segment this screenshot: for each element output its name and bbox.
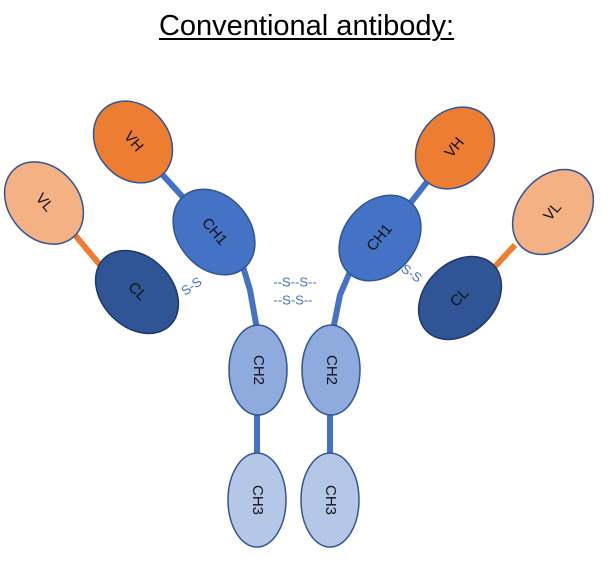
- ch3-domain-left: CH3: [227, 452, 287, 548]
- ch2-label-right: CH2: [323, 355, 340, 385]
- diagram-title: Conventional antibody:: [158, 10, 455, 42]
- ch1-domain-right: CH1: [338, 194, 422, 282]
- cl-domain-right: CL: [417, 255, 503, 341]
- left-light-chain-line: [72, 233, 103, 267]
- ch2-label-left: CH2: [250, 355, 267, 385]
- ch3-label-left: CH3: [249, 485, 266, 515]
- ch3-domain-right: CH3: [300, 452, 360, 548]
- cl-domain-left: CL: [94, 249, 180, 335]
- disulfide-bond-hinge-bottom: --S-S--: [274, 292, 313, 307]
- vh-domain-left: VH: [92, 100, 174, 184]
- vh-domain-right: VH: [414, 106, 496, 190]
- ch3-label-right: CH3: [322, 485, 339, 515]
- ch2-domain-left: CH2: [228, 324, 288, 416]
- ch2-domain-right: CH2: [301, 324, 361, 416]
- vl-domain-right: VL: [511, 168, 595, 256]
- disulfide-bond-left-light: S-S: [178, 274, 205, 299]
- vl-domain-left: VL: [3, 161, 85, 245]
- ch1-domain-left: CH1: [172, 188, 256, 276]
- disulfide-bond-hinge-top: --S--S--: [273, 274, 316, 289]
